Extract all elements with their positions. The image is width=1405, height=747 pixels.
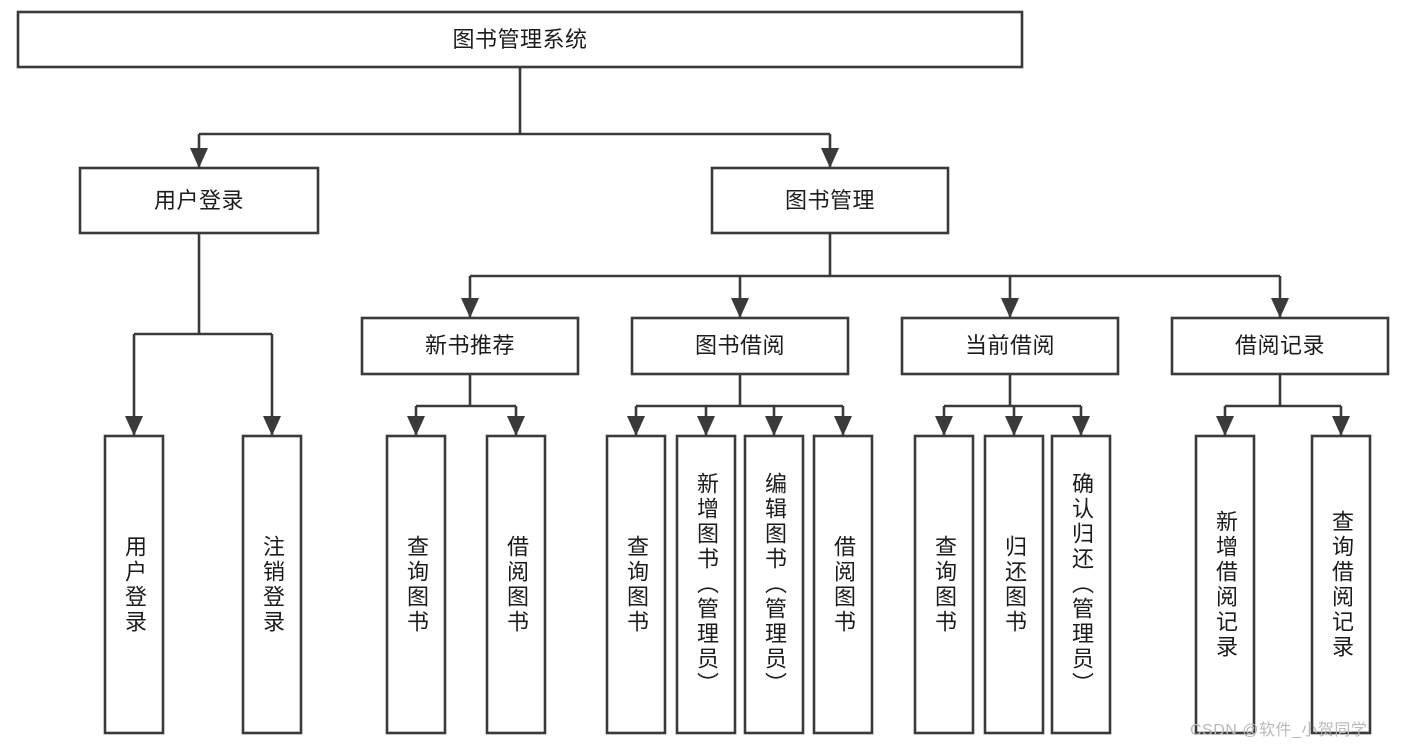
node-box-new-book-rec[interactable]	[360, 316, 580, 376]
node-box-leaf-confirm-return[interactable]	[1050, 434, 1112, 735]
node-box-leaf-borrow-book-2[interactable]	[812, 434, 874, 735]
arrow-head-icon	[1072, 416, 1090, 436]
node-box-book-borrow[interactable]	[630, 316, 850, 376]
arrow-head-icon	[1001, 298, 1019, 318]
node-box-leaf-return-book[interactable]	[983, 434, 1045, 735]
arrow-head-icon	[834, 416, 852, 436]
node-box-leaf-user-login[interactable]	[103, 434, 165, 735]
edges-layer	[125, 67, 1350, 436]
arrow-head-icon	[125, 416, 143, 436]
arrow-head-icon	[1271, 298, 1289, 318]
arrow-head-icon	[190, 148, 208, 168]
node-box-user-login[interactable]	[78, 166, 320, 235]
node-box-borrow-record[interactable]	[1170, 316, 1390, 376]
arrow-head-icon	[731, 298, 749, 318]
arrow-head-icon	[1005, 416, 1023, 436]
node-box-leaf-query-book-3[interactable]	[913, 434, 975, 735]
arrow-head-icon	[821, 148, 839, 168]
node-box-leaf-logout[interactable]	[241, 434, 303, 735]
node-box-current-borrow[interactable]	[900, 316, 1120, 376]
node-box-root[interactable]	[16, 10, 1024, 69]
node-box-leaf-query-book-1[interactable]	[385, 434, 447, 735]
arrow-head-icon	[627, 416, 645, 436]
arrow-head-icon	[935, 416, 953, 436]
node-box-leaf-query-book-2[interactable]	[605, 434, 667, 735]
node-box-leaf-query-record[interactable]	[1310, 434, 1372, 735]
arrow-head-icon	[765, 416, 783, 436]
arrow-head-icon	[407, 416, 425, 436]
node-box-leaf-add-book[interactable]	[675, 434, 737, 735]
watermark-text: CSDN @软件_小贺同学	[1190, 722, 1368, 739]
node-box-leaf-edit-book[interactable]	[743, 434, 805, 735]
boxes-layer	[16, 10, 1390, 735]
arrow-head-icon	[507, 416, 525, 436]
arrow-head-icon	[263, 416, 281, 436]
node-box-leaf-borrow-book-1[interactable]	[485, 434, 547, 735]
node-box-book-manage[interactable]	[710, 166, 950, 235]
node-box-leaf-add-record[interactable]	[1194, 434, 1256, 735]
arrow-head-icon	[461, 298, 479, 318]
arrow-head-icon	[1216, 416, 1234, 436]
arrow-head-icon	[697, 416, 715, 436]
arrow-head-icon	[1332, 416, 1350, 436]
